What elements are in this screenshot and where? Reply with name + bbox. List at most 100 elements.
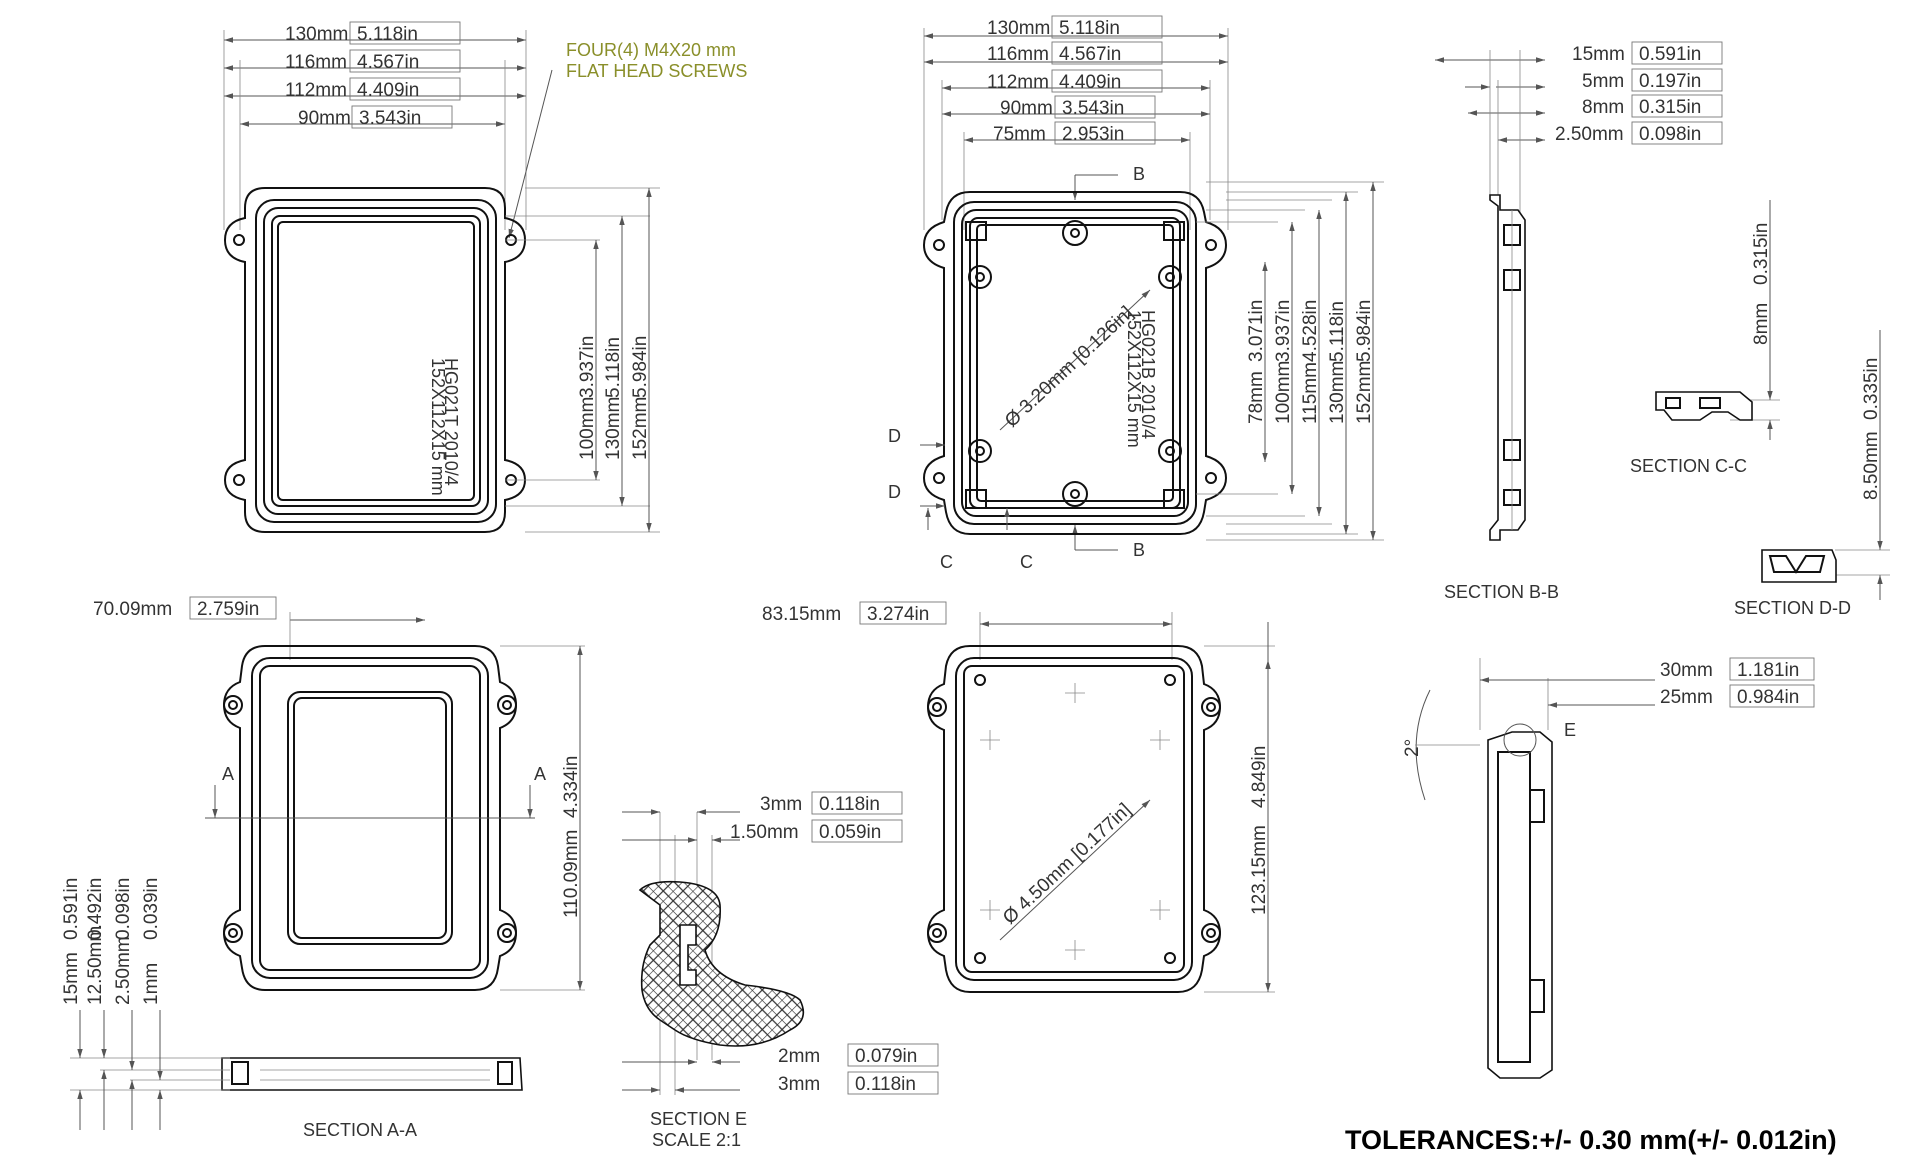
dim-152-mm: 152mm <box>630 397 651 460</box>
base-engraving-line1: HG021B 2010/4 <box>1138 310 1158 439</box>
dim-r152-in: 5.984in <box>1354 300 1375 362</box>
dim-bb250-in: 0.098in <box>1639 124 1701 145</box>
dim-90-mm: 90mm <box>298 108 351 129</box>
view-section-dd: 8.50mm 0.335in SECTION D-D <box>1734 330 1890 618</box>
dim-e3-in: 0.118in <box>819 794 880 815</box>
dim-bb5-mm: 5mm <box>1582 71 1624 92</box>
dim-112-mm: 112mm <box>285 80 347 101</box>
dim-r90-mm: 90mm <box>1000 98 1053 119</box>
dim-e2-mm: 2mm <box>778 1046 820 1067</box>
dim-cc8-in: 0.315in <box>1751 223 1772 285</box>
dim-r100-in: 3.937in <box>1273 300 1294 362</box>
view-top-left: 130mm 5.118in 116mm 4.567in 112mm 4.409i… <box>223 21 747 533</box>
dims-vertical-top-right: 78mm 3.071in 100mm 3.937in 115mm 4.528in… <box>1196 181 1384 541</box>
dims-horizontal-top-right: 130mm 5.118in 116mm 4.567in 112mm 4.409i… <box>923 15 1229 230</box>
screw-note-line1: FOUR(4) M4X20 mm <box>566 40 736 60</box>
dim-bb15-mm: 15mm <box>1572 44 1625 65</box>
section-c-right-mark: C <box>1020 552 1033 572</box>
base-engraving-line2: 152X112X15 mm <box>1124 310 1144 448</box>
dim-112-in: 4.409in <box>357 80 419 101</box>
dim-11009-mm: 110.09mm <box>561 830 582 918</box>
dim-r116-mm: 116mm <box>987 44 1049 65</box>
view-bottom-right: 30mm 1.181in 25mm 0.984in 2° E <box>1402 657 1815 1079</box>
dim-116-mm: 116mm <box>285 52 347 73</box>
screw-note-line2: FLAT HEAD SCREWS <box>566 61 747 81</box>
dim-e150-in: 0.059in <box>819 822 881 843</box>
dim-12315-mm: 123.15mm <box>1249 825 1270 915</box>
dim-bb15-in: 0.591in <box>1639 44 1701 65</box>
dim-115-mm: 115mm <box>1300 362 1321 424</box>
dim-25-mm: 25mm <box>1660 687 1713 708</box>
dim-115-in: 4.528in <box>1300 300 1321 362</box>
dim-r116-in: 4.567in <box>1059 44 1121 65</box>
section-b-bottom-mark: B <box>1133 540 1145 560</box>
dim-bb8-mm: 8mm <box>1582 97 1624 118</box>
dim-aa1-mm: 1mm <box>141 963 162 1005</box>
dim-r112-mm: 112mm <box>987 72 1049 93</box>
dims-horizontal-top-left: 130mm 5.118in 116mm 4.567in 112mm 4.409i… <box>223 21 527 230</box>
dim-11009-in: 4.334in <box>561 756 582 818</box>
dim-90-in: 3.543in <box>359 108 421 129</box>
section-d-top-mark: D <box>888 426 901 446</box>
dim-e3b-in: 0.118in <box>855 1074 916 1095</box>
view-section-cc: 8mm 0.315in SECTION C-C <box>1630 200 1780 476</box>
draft-angle: 2° <box>1402 739 1423 757</box>
bottom-hole-diameter: Ø 4.50mm [0.177in] <box>999 799 1135 928</box>
dim-r130-in: 5.118in <box>1059 18 1120 39</box>
dim-30-in: 1.181in <box>1737 660 1799 681</box>
dim-bb8-in: 0.315in <box>1639 97 1701 118</box>
dim-r152-mm: 152mm <box>1354 361 1375 424</box>
dim-12315-in: 4.849in <box>1249 746 1270 808</box>
dim-r75-mm: 75mm <box>993 124 1046 145</box>
dim-bb250-mm: 2.50mm <box>1555 124 1624 145</box>
dim-78-in: 3.071in <box>1246 300 1267 362</box>
dim-cc8-mm: 8mm <box>1751 303 1772 345</box>
dim-100-in: 3.937in <box>577 336 598 398</box>
dim-r90-in: 3.543in <box>1062 98 1124 119</box>
dim-30-mm: 30mm <box>1660 660 1713 681</box>
detail-e-mark: E <box>1564 720 1576 740</box>
dim-bb5-in: 0.197in <box>1639 71 1701 92</box>
dim-7009-in: 2.759in <box>197 599 259 620</box>
view-top-right: 130mm 5.118in 116mm 4.567in 112mm 4.409i… <box>888 15 1384 572</box>
dim-r75-in: 2.953in <box>1062 124 1124 145</box>
dim-aa1-in: 0.039in <box>141 878 162 940</box>
section-cc-label: SECTION C-C <box>1630 456 1747 476</box>
section-b-markers: B B <box>1072 164 1145 560</box>
dim-130v-mm: 130mm <box>603 397 624 460</box>
section-aa-profile <box>70 1057 523 1091</box>
dim-aa1250-mm: 12.50mm <box>85 926 106 1005</box>
bottom-center-outline <box>926 645 1222 993</box>
dim-130-in: 5.118in <box>357 24 418 45</box>
dim-130-mm: 130mm <box>285 24 348 45</box>
section-b-top-mark: B <box>1133 164 1145 184</box>
dim-130v-in: 5.118in <box>603 337 624 398</box>
section-bb-label: SECTION B-B <box>1444 582 1559 602</box>
dim-aa15-in: 0.591in <box>61 878 82 940</box>
section-e-label: SECTION E <box>650 1109 747 1129</box>
dim-aa250-in: 0.098in <box>113 878 134 940</box>
dims-vertical-top-left: 100mm 3.937in 130mm 5.118in 152mm 5.984i… <box>505 187 660 533</box>
section-dc-markers: D D C C <box>888 426 1033 572</box>
section-aa-label: SECTION A-A <box>303 1120 417 1140</box>
base-hole-diameter: Ø 3.20mm [0.126in] <box>1001 302 1137 431</box>
dim-e3b-mm: 3mm <box>778 1074 820 1095</box>
lid-outline: HG021T 2010/4 152X112X15 mm <box>223 187 527 533</box>
dim-e150-mm: 1.50mm <box>730 822 799 843</box>
dim-r130v-in: 5.118in <box>1327 301 1348 362</box>
section-a-right-mark: A <box>534 764 546 784</box>
dim-r112-in: 4.409in <box>1059 72 1121 93</box>
section-c-left-mark: C <box>940 552 953 572</box>
dim-8315-in: 3.274in <box>867 604 929 625</box>
dim-r130v-mm: 130mm <box>1327 361 1348 424</box>
tolerance-note: TOLERANCES:+/- 0.30 mm(+/- 0.012in) <box>1345 1125 1837 1155</box>
dim-aa15-mm: 15mm <box>61 952 82 1005</box>
view-bottom-left: 70.09mm 2.759in A A 110.09mm 4.334in <box>61 596 585 1140</box>
section-d-bottom-mark: D <box>888 482 901 502</box>
section-dd-label: SECTION D-D <box>1734 598 1851 618</box>
dim-116-in: 4.567in <box>357 52 419 73</box>
view-section-bb: 15mm 0.591in 5mm 0.197in 8mm 0.315in 2.5… <box>1435 41 1723 602</box>
dim-152-in: 5.984in <box>630 336 651 398</box>
dim-25-in: 0.984in <box>1737 687 1799 708</box>
